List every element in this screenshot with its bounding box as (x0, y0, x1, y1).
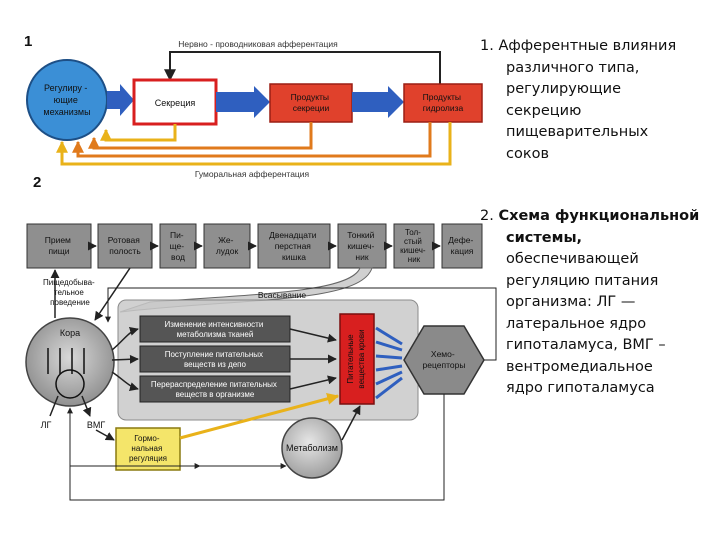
humoral-feedback-orange-2 (88, 122, 313, 150)
description-2-line: организма: ЛГ — (506, 294, 636, 310)
absorption-label: Всасывание (258, 290, 307, 300)
humoral-feedback-yellow (56, 122, 452, 166)
chain-label-stomach: Же- лудок (216, 235, 239, 256)
vmg-to-hormonal-arrow (95, 429, 115, 441)
chain-label-esophagus: Пи- ще- вод (170, 230, 187, 262)
humoral-feedback-short (100, 124, 177, 142)
regulating-mechanisms-label: Регулиру - ющие механизмы (43, 83, 90, 117)
cortex-arrows (47, 348, 85, 374)
blood-nutrients-label-2: вещества крови (357, 329, 366, 388)
blood-nutrients-node (339, 313, 375, 405)
hydrolysis-products-node (403, 83, 483, 123)
description-2-line: латеральное ядро (506, 315, 647, 332)
hormonal-regulation-node (115, 427, 181, 471)
humoral-afferent-label: Гуморальная афферентация (195, 169, 310, 179)
action-label-metabolism-intensity: Изменение интенсивности метаболизма ткан… (164, 320, 265, 339)
blood-to-receptor-arrow (375, 340, 403, 352)
chain-label-duodenum: Двенадцати перстная кишка (269, 230, 319, 262)
receptor-to-cortex-feedback (105, 287, 497, 361)
blood-to-receptor-arrow (375, 376, 403, 400)
mouth-to-cortex-arrow (94, 267, 131, 321)
nerve-afferent-label: Нервно - проводниковая афферентация (178, 39, 338, 49)
description-1-line: секрецию (506, 102, 582, 119)
description-1-line: различного типа, (506, 59, 640, 76)
description-2-line: ядро гипоталамуса (506, 380, 655, 396)
secretion-products-label: Продукты секреции (291, 92, 332, 113)
figure-number-1: 1 (24, 33, 33, 50)
description-2-heading: Схема функциональной (498, 208, 700, 224)
blood-nutrients-label-1: Питательные (346, 334, 355, 384)
description-2: 2. Схема функциональной системы, обеспеч… (480, 206, 716, 400)
lg-label: ЛГ (41, 420, 52, 430)
metabolism-to-blood-arrow (341, 405, 361, 441)
metabolism-node (281, 417, 343, 479)
vmg-label: ВМГ (87, 420, 106, 430)
description-2-line: обеспечивающей (506, 251, 639, 267)
chain-box-intake (26, 223, 92, 269)
chain-label-mouth: Ротовая полость (108, 235, 143, 256)
figure-number-2: 2 (33, 174, 42, 191)
diagram-2: Прием пищи Ротовая полость Пи- ще- вод Ж… (25, 223, 497, 501)
secretion-label: Секреция (155, 98, 196, 108)
description-2-number: 2. (480, 208, 494, 224)
hypothalamus-outputs (49, 395, 90, 416)
description-2-line: гипоталамуса, ВМГ – (506, 337, 666, 353)
cortex-node (25, 317, 115, 407)
chain-label-intake: Прием пищи (45, 235, 74, 256)
cortex-to-action-arrow (111, 354, 139, 364)
action-to-blood-arrow (289, 375, 337, 390)
action-box-metabolism-intensity (139, 315, 291, 343)
description-1-number: 1. (480, 38, 494, 54)
action-to-blood-arrow (289, 328, 337, 343)
blood-to-receptor-arrow (375, 364, 403, 372)
hormonal-regulation-label: Гормо- нальная регуляция (129, 434, 167, 463)
description-2-line: вентромедиальное (506, 358, 653, 375)
blue-flow-arrow-2 (216, 86, 270, 118)
chain-box-small-intestine (337, 223, 387, 269)
chain-box-duodenum (257, 223, 331, 269)
nerve-afferent-arrow (164, 51, 441, 84)
description-1-line: пищеварительных (506, 124, 649, 140)
blue-flow-arrow-3 (352, 86, 404, 118)
action-label-depot-supply: Поступление питательных веществ из депо (165, 350, 266, 369)
chain-box-esophagus (159, 223, 197, 269)
blood-to-receptor-arrow (375, 354, 403, 360)
action-label-redistribution: Перераспределение питательных веществ в … (151, 380, 279, 399)
bottom-feedback-loop (67, 394, 445, 501)
chain-label-small-intestine: Тонкий кишеч- ник (347, 230, 377, 262)
chain-box-defecation (441, 223, 483, 269)
cortex-to-action-arrow (111, 327, 139, 351)
chain-box-stomach (203, 223, 251, 269)
hormonal-to-blood-arrow (179, 392, 340, 440)
chain-label-defecation: Дефе- кация (448, 235, 475, 256)
action-box-redistribution (139, 375, 291, 403)
digestive-chain: Прием пищи Ротовая полость Пи- ще- вод Ж… (26, 223, 483, 269)
description-1-line: регулирующие (506, 81, 622, 97)
description-2-heading: системы, (506, 229, 583, 246)
blood-to-receptor-arrow (375, 370, 403, 386)
hypothalamus-ring (55, 369, 85, 399)
description-1-line: соков (506, 145, 550, 162)
description-1: 1. Афферентные влияния различного типа, … (480, 36, 712, 165)
metabolism-label: Метаболизм (286, 443, 338, 453)
chemoreceptors-label: Хемо- рецепторы (423, 349, 466, 370)
diagram-1: Нервно - проводниковая афферентация Регу… (26, 39, 483, 179)
humoral-feedback-orange-1 (72, 122, 432, 158)
hydrolysis-products-label: Продукты гидролиза (423, 92, 464, 113)
blue-flow-arrow-1 (107, 84, 134, 116)
chain-label-large-intestine: Тол- стый кишеч- ник (400, 228, 428, 264)
blood-to-receptor-arrow (375, 326, 403, 346)
chain-box-large-intestine (393, 223, 435, 269)
cortex-label: Кора (60, 328, 80, 338)
feeding-behavior-label: Пищедобыва- тельное поведение (43, 278, 97, 307)
description-2-line: регуляцию питания (506, 272, 659, 289)
description-1-line: Афферентные влияния (498, 38, 677, 54)
cortex-to-action-arrow (111, 371, 139, 391)
